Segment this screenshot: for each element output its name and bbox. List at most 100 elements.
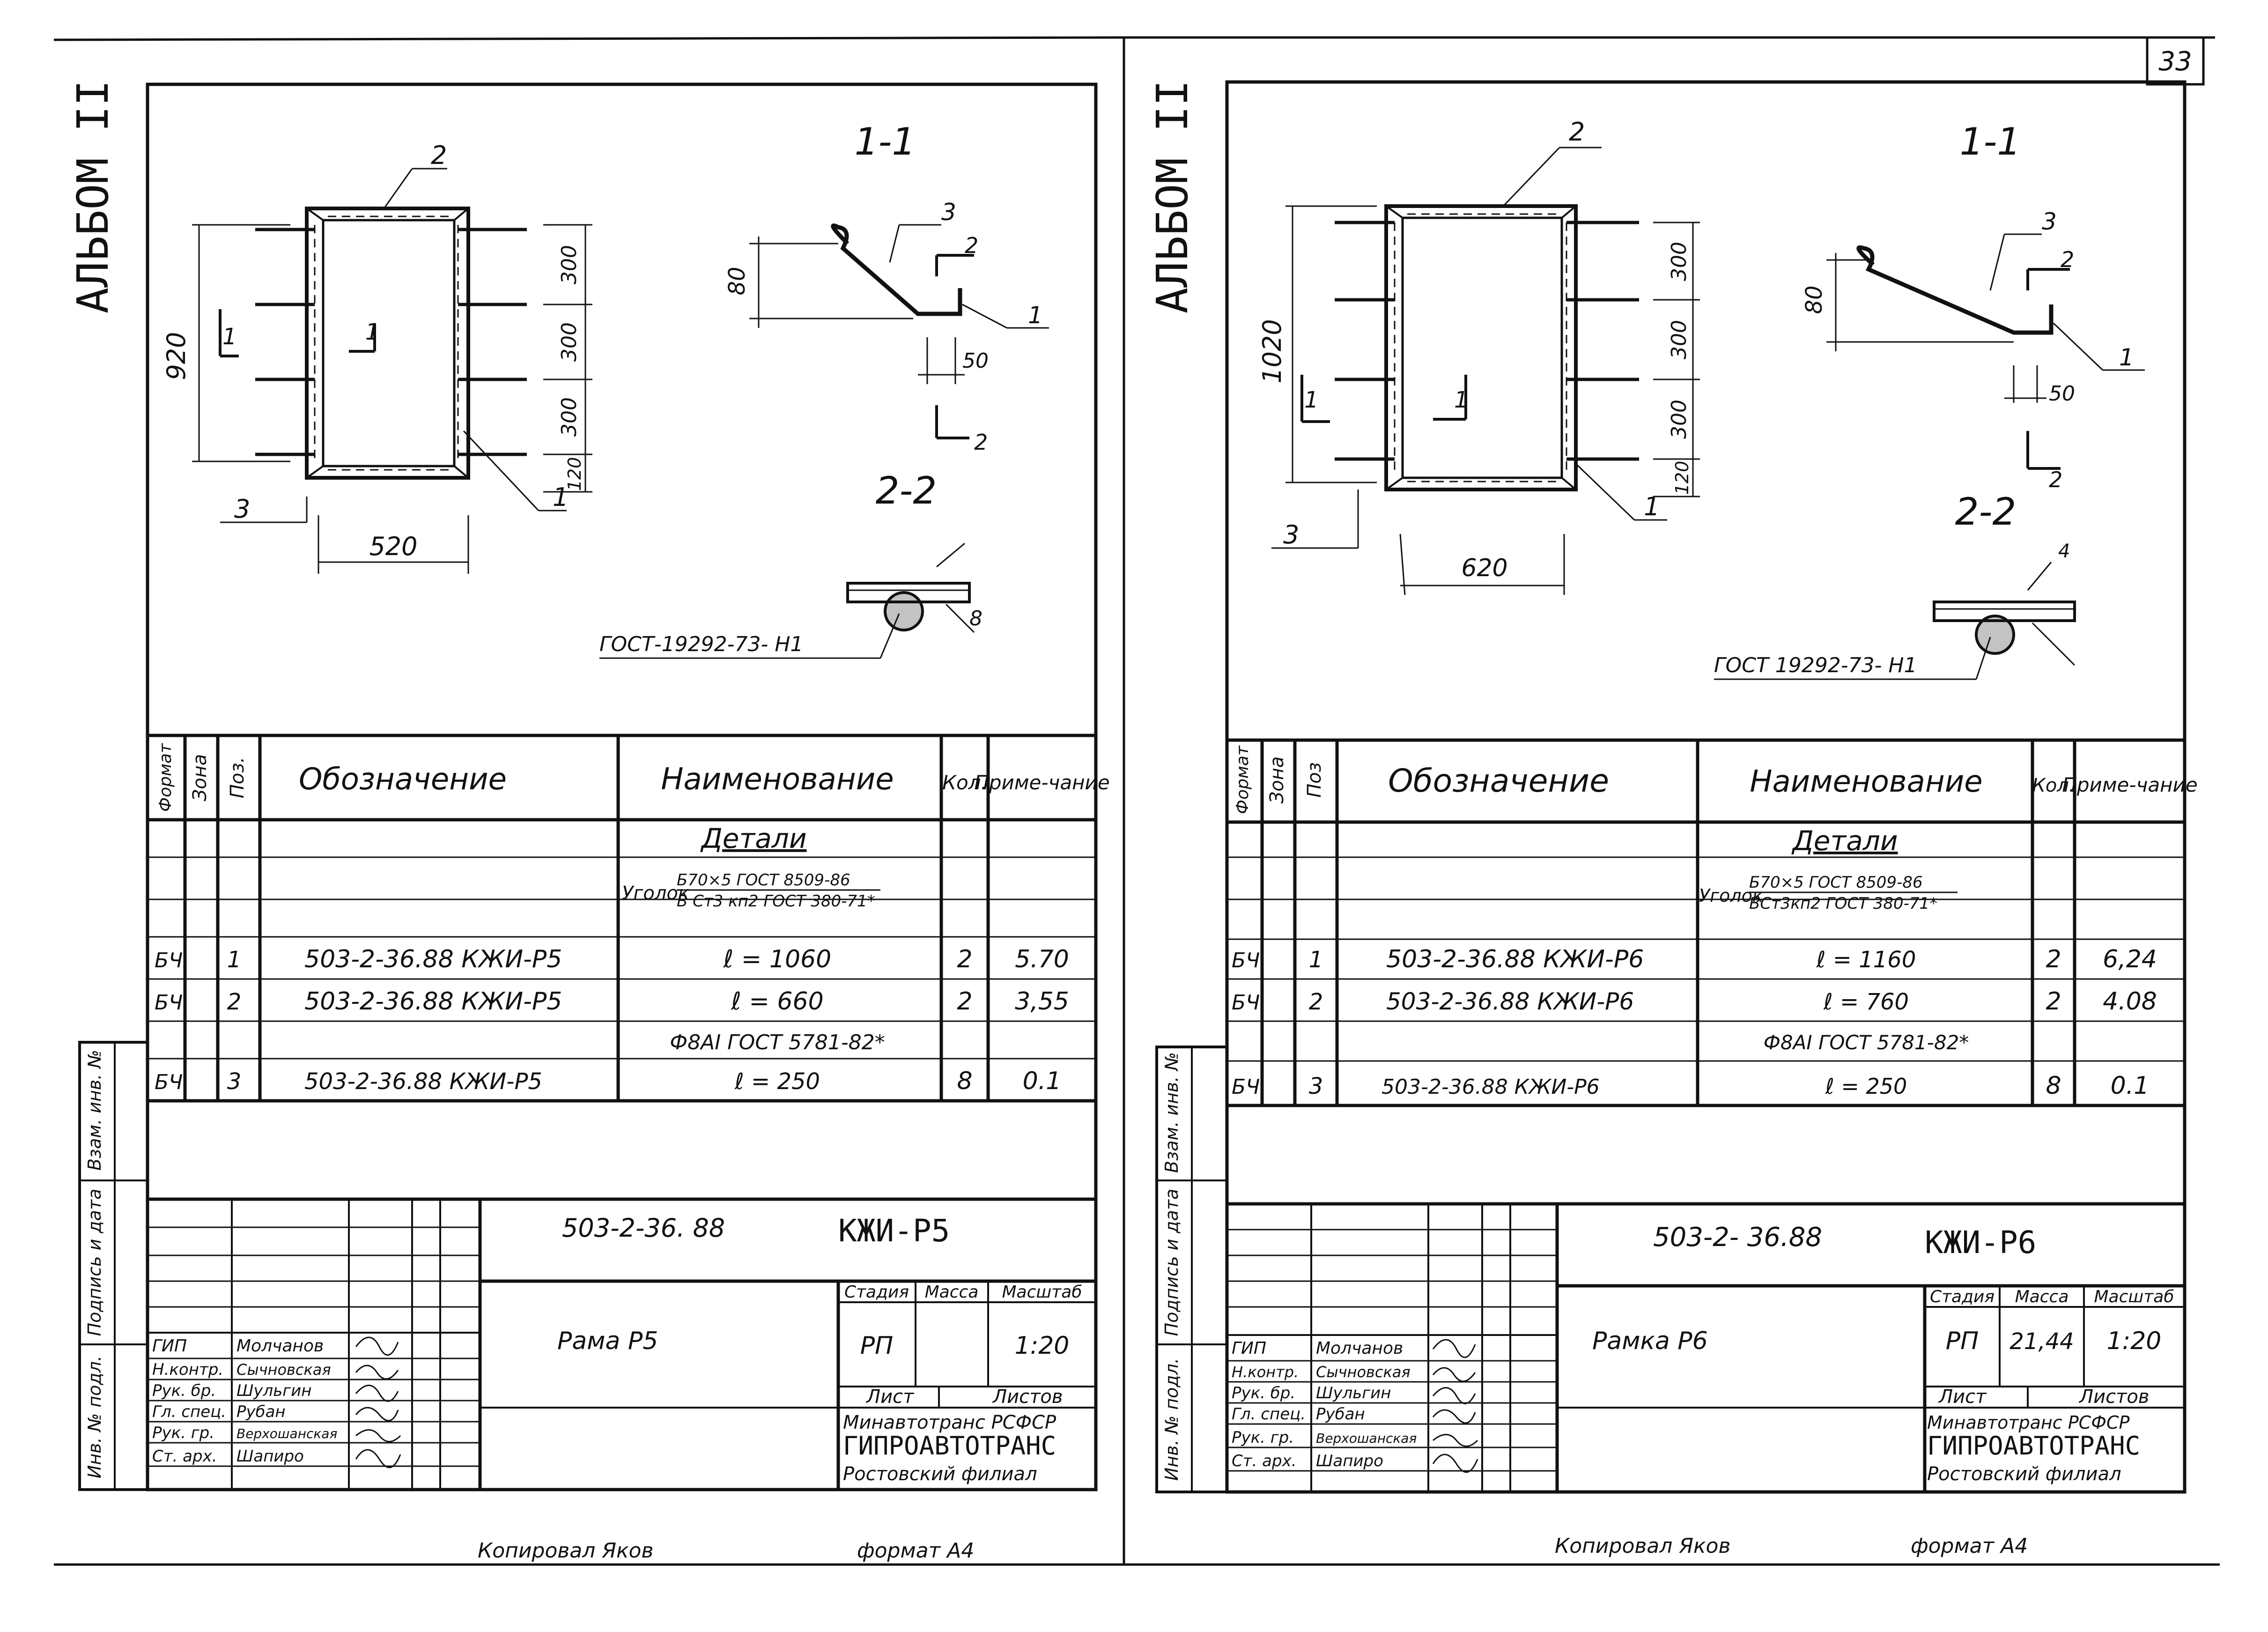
leader-label-1: 1 [1644, 492, 1660, 521]
section-mark-left: 1 [1304, 387, 1319, 413]
row2-designation: 503-2-36.88 КЖИ-Р5 [304, 987, 562, 1016]
row4-name: ℓ = 250 [734, 1068, 820, 1095]
header-note: Приме-чание [974, 771, 1109, 794]
section-pos-1: 1 [1028, 302, 1043, 329]
dim-right-4: 120 [1672, 461, 1692, 495]
section-1-1-label: 1-1 [855, 120, 916, 163]
angle-prefix: Уголок [622, 883, 689, 904]
row4-format: БЧ [155, 1070, 183, 1094]
side-strip-left [78, 1041, 149, 1491]
footer-copied-right: Копировал Яков [1555, 1534, 1730, 1558]
row3-name: Ф8АI ГОСТ 5781-82* [670, 1031, 885, 1054]
dim-right-3: 300 [557, 397, 581, 437]
row4-note: 0.1 [1023, 1067, 1062, 1095]
row1-qty: 2 [957, 945, 972, 973]
stage-label: Стадия [1930, 1287, 1995, 1306]
section-mark-center: 1 [365, 319, 380, 345]
section-2-2 [599, 542, 975, 659]
side-label-sign-date: Подпись и дата [84, 1189, 105, 1336]
svg-text:Молчанов: Молчанов [1316, 1339, 1403, 1358]
side-label-replace: Взам. инв. № [84, 1050, 105, 1171]
svg-text:Н.контр.: Н.контр. [1232, 1363, 1299, 1381]
org-line-2: ГИПРОАВТОТРАНС [1927, 1431, 2140, 1461]
row2-qty: 2 [957, 987, 972, 1016]
section-pos-3: 3 [2042, 208, 2057, 235]
leader-label-2: 2 [1569, 117, 1585, 147]
header-format: Формат [1233, 745, 1252, 814]
sheet-label: Лист [865, 1386, 915, 1408]
footer-copied-left: Копировал Яков [478, 1539, 653, 1563]
plan-view [192, 168, 592, 574]
svg-text:Ст. арх.: Ст. арх. [152, 1447, 217, 1466]
spec-rows-left: БЧ 1 503-2-36.88 КЖИ-Р5 ℓ = 1060 2 5.70 … [155, 945, 1069, 1095]
weld-dim: 8 [969, 607, 983, 631]
side-strip-right [1155, 1046, 1228, 1493]
dim-height: 920 [162, 332, 191, 380]
staff-list-right: ГИП Молчанов Н.контр. Сычновская Рук. бр… [1232, 1339, 1478, 1473]
side-label-inv: Инв. № подл. [1161, 1358, 1182, 1481]
svg-text:ГИП: ГИП [152, 1336, 187, 1356]
section-mark-2b: 2 [974, 430, 988, 455]
title-code: 503-2- 36.88 [1653, 1222, 1822, 1253]
header-name: Наименование [1750, 764, 1982, 799]
header-format: Формат [156, 743, 175, 812]
row4-pos: 3 [1309, 1073, 1323, 1099]
svg-text:Рук. гр.: Рук. гр. [1232, 1428, 1294, 1447]
row1-qty: 2 [2046, 945, 2061, 973]
section-mark-2b: 2 [2049, 467, 2062, 492]
dim-right-4: 120 [564, 457, 585, 491]
stage-value: РП [1946, 1327, 1979, 1355]
row2-note: 3,55 [1015, 987, 1069, 1016]
row2-pos: 2 [1309, 989, 1323, 1015]
svg-text:Сычновская: Сычновская [236, 1361, 331, 1379]
svg-text:Рук. бр.: Рук. бр. [152, 1381, 216, 1400]
weld-dim: 4 [2058, 541, 2070, 562]
mass-value: 21,44 [2009, 1328, 2074, 1355]
dim-right-1: 300 [1667, 242, 1691, 281]
section-pos-3: 3 [941, 199, 956, 226]
svg-text:Шапиро: Шапиро [1316, 1452, 1383, 1470]
section-mark-center: 1 [1454, 387, 1469, 413]
header-note: Приме-чание [2062, 773, 2197, 796]
signatures-right [1432, 1339, 1478, 1473]
section-1-1 [1826, 233, 2145, 470]
row1-designation: 503-2-36.88 КЖИ-Р5 [304, 945, 562, 973]
dim-80: 80 [724, 267, 750, 295]
row1-name: ℓ = 1160 [1816, 947, 1916, 973]
footer-notes: Копировал Яков формат А4 Копировал Яков … [478, 1534, 2028, 1563]
sheets-label: Листов [2078, 1386, 2149, 1408]
title-name: Рама Р5 [557, 1327, 658, 1355]
angle-gost-bottom: В Ст3 кп2 ГОСТ 380-71* [677, 892, 875, 911]
dim-right-2: 300 [1667, 320, 1691, 359]
page-number-box: 33 [2146, 36, 2205, 86]
section-mark-2a: 2 [965, 233, 978, 258]
leader-label-1: 1 [553, 482, 569, 512]
footer-format-left: формат А4 [857, 1539, 974, 1563]
dim-height: 1020 [1257, 319, 1287, 383]
row1-pos: 1 [1309, 947, 1323, 973]
svg-text:Сычновская: Сычновская [1316, 1363, 1411, 1381]
svg-text:Верхошанская: Верхошанская [1316, 1431, 1417, 1446]
dim-80: 80 [1801, 285, 1827, 314]
side-label-replace: Взам. инв. № [1161, 1052, 1182, 1173]
header-zone: Зона [1266, 757, 1288, 804]
row4-qty: 8 [2046, 1072, 2061, 1100]
title-block-right [1227, 1202, 2185, 1492]
header-zone: Зона [189, 754, 211, 801]
scale-label: Масштаб [1002, 1283, 1082, 1302]
gost-weld-label: ГОСТ-19292-73- Н1 [599, 632, 803, 656]
header-qty: Кол. [942, 771, 987, 794]
row2-name: ℓ = 760 [1823, 989, 1909, 1015]
row1-name: ℓ = 1060 [723, 945, 831, 973]
org-line-3: Ростовский филиал [843, 1463, 1037, 1485]
angle-prefix: Уголок [1699, 885, 1763, 906]
section-mark-left: 1 [222, 324, 237, 350]
svg-text:Молчанов: Молчанов [236, 1336, 324, 1356]
stage-label: Стадия [844, 1283, 909, 1302]
row4-format: БЧ [1232, 1075, 1260, 1099]
row2-qty: 2 [2046, 987, 2061, 1016]
spec-section-details: Детали [700, 823, 806, 854]
staff-list-left: ГИП Молчанов Н.контр. Сычновская Рук. бр… [152, 1336, 401, 1469]
signatures-left [355, 1336, 401, 1469]
sheets-label: Листов [992, 1386, 1063, 1408]
